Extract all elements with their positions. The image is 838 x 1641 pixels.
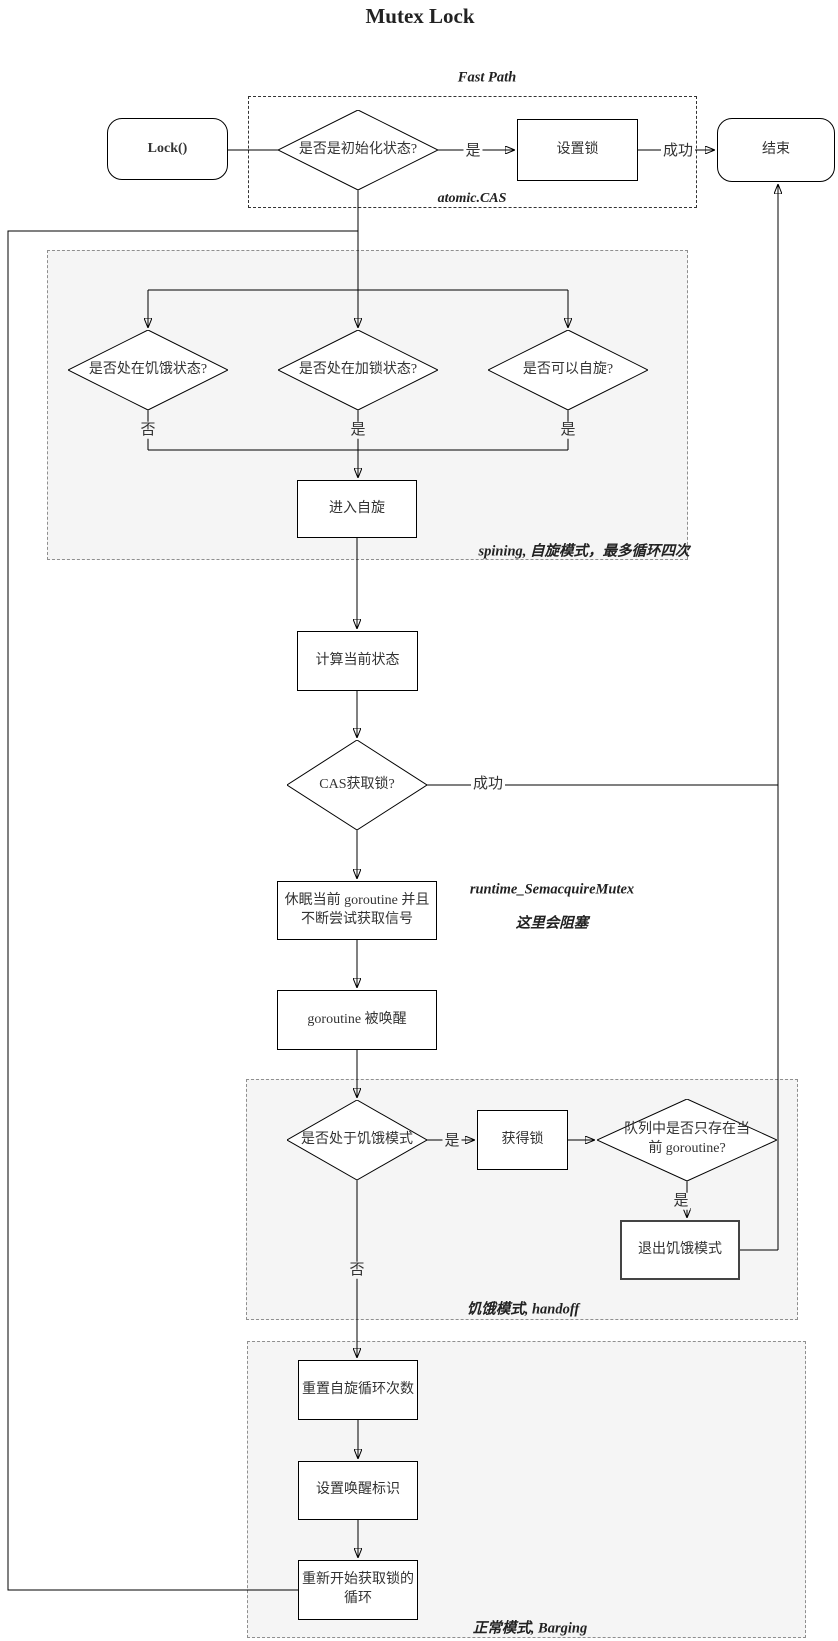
block-here-label: 这里会阻塞 — [515, 915, 589, 932]
decision-can-spin-label: 是否可以自旋? — [522, 361, 614, 377]
node-reset-spin-count: 重置自旋循环次数 — [298, 1360, 418, 1420]
edge-label-starve-mode-yes: 是 — [442, 1132, 462, 1150]
decision-starvation-mode-label: 是否处于饥饿模式 — [301, 1131, 413, 1147]
edge-label-can-spin-yes: 是 — [558, 421, 578, 439]
decision-cas-acquire: CAS获取锁? — [287, 740, 427, 830]
node-calc-state-label: 计算当前状态 — [315, 652, 400, 668]
node-get-lock-label: 获得锁 — [501, 1131, 544, 1147]
node-enter-spin-label: 进入自旋 — [329, 500, 385, 516]
node-end-label: 结束 — [762, 141, 790, 157]
edge-label-starve-mode-no: 否 — [347, 1261, 367, 1279]
diamond-shape — [287, 740, 427, 830]
fast-path-label: Fast Path — [457, 69, 517, 86]
decision-locked-state-label: 是否处在加锁状态? — [298, 361, 418, 377]
starvation-section-label: 饥饿模式, handoff — [466, 1301, 580, 1318]
diamond-shape — [488, 330, 648, 410]
node-get-lock: 获得锁 — [477, 1110, 568, 1170]
node-exit-starvation: 退出饥饿模式 — [620, 1220, 740, 1280]
runtime-semacquire-label: runtime_SemacquireMutex — [469, 881, 635, 898]
decision-starving-state-label: 是否处在饥饿状态? — [88, 361, 208, 377]
decision-cas-acquire-label: CAS获取锁? — [319, 776, 395, 792]
node-set-lock-label: 设置锁 — [556, 141, 599, 157]
decision-init-state-label: 是否是初始化状态? — [298, 141, 418, 157]
decision-init-state: 是否是初始化状态? — [278, 110, 438, 190]
normal-section-label: 正常模式, Barging — [472, 1620, 588, 1637]
spin-section-label: spining, 自旋模式，最多循环四次 — [478, 543, 690, 560]
node-goroutine-woken-label: goroutine 被唤醒 — [307, 1011, 407, 1027]
diamond-shape — [287, 1100, 427, 1180]
diamond-shape — [68, 330, 228, 410]
atomic-cas-label: atomic.CAS — [437, 191, 507, 206]
decision-locked-state: 是否处在加锁状态? — [278, 330, 438, 410]
decision-queue-only-current-label: 队列中是否只存在当 前 goroutine? — [624, 1122, 750, 1156]
edge-label-setlock-success: 成功 — [660, 142, 696, 160]
node-set-lock: 设置锁 — [517, 119, 638, 181]
edge-label-init-yes: 是 — [463, 142, 483, 160]
node-end: 结束 — [717, 118, 835, 182]
decision-can-spin: 是否可以自旋? — [488, 330, 648, 410]
diamond-shape — [597, 1099, 777, 1181]
edge-label-queue-yes: 是 — [671, 1192, 691, 1210]
node-calc-state: 计算当前状态 — [297, 631, 418, 691]
diamond-shape — [278, 330, 438, 410]
page-title: Mutex Lock — [365, 4, 475, 28]
node-set-wake-flag: 设置唤醒标识 — [298, 1461, 418, 1520]
decision-queue-only-current: 队列中是否只存在当 前 goroutine? — [597, 1099, 777, 1181]
edge-label-locked-state-yes: 是 — [348, 421, 368, 439]
edge-label-starve-state-no: 否 — [138, 421, 158, 439]
node-sleep-goroutine-label: 休眠当前 goroutine 并且 不断尝试获取信号 — [284, 892, 430, 927]
node-exit-starvation-label: 退出饥饿模式 — [638, 1241, 722, 1257]
decision-starvation-mode: 是否处于饥饿模式 — [287, 1100, 427, 1180]
decision-starving-state: 是否处在饥饿状态? — [68, 330, 228, 410]
diamond-shape — [278, 110, 438, 190]
node-set-wake-flag-label: 设置唤醒标识 — [316, 1482, 400, 1498]
node-goroutine-woken: goroutine 被唤醒 — [277, 990, 437, 1050]
node-reset-spin-count-label: 重置自旋循环次数 — [302, 1381, 414, 1397]
edge-label-cas-success: 成功 — [470, 775, 506, 793]
node-lock-start: Lock() — [107, 118, 228, 180]
node-restart-lock-loop: 重新开始获取锁的 循环 — [298, 1560, 418, 1620]
node-lock-start-label: Lock() — [147, 140, 188, 156]
node-enter-spin: 进入自旋 — [297, 480, 417, 538]
node-restart-lock-loop-label: 重新开始获取锁的 循环 — [302, 1572, 414, 1606]
node-sleep-goroutine: 休眠当前 goroutine 并且 不断尝试获取信号 — [277, 881, 437, 940]
